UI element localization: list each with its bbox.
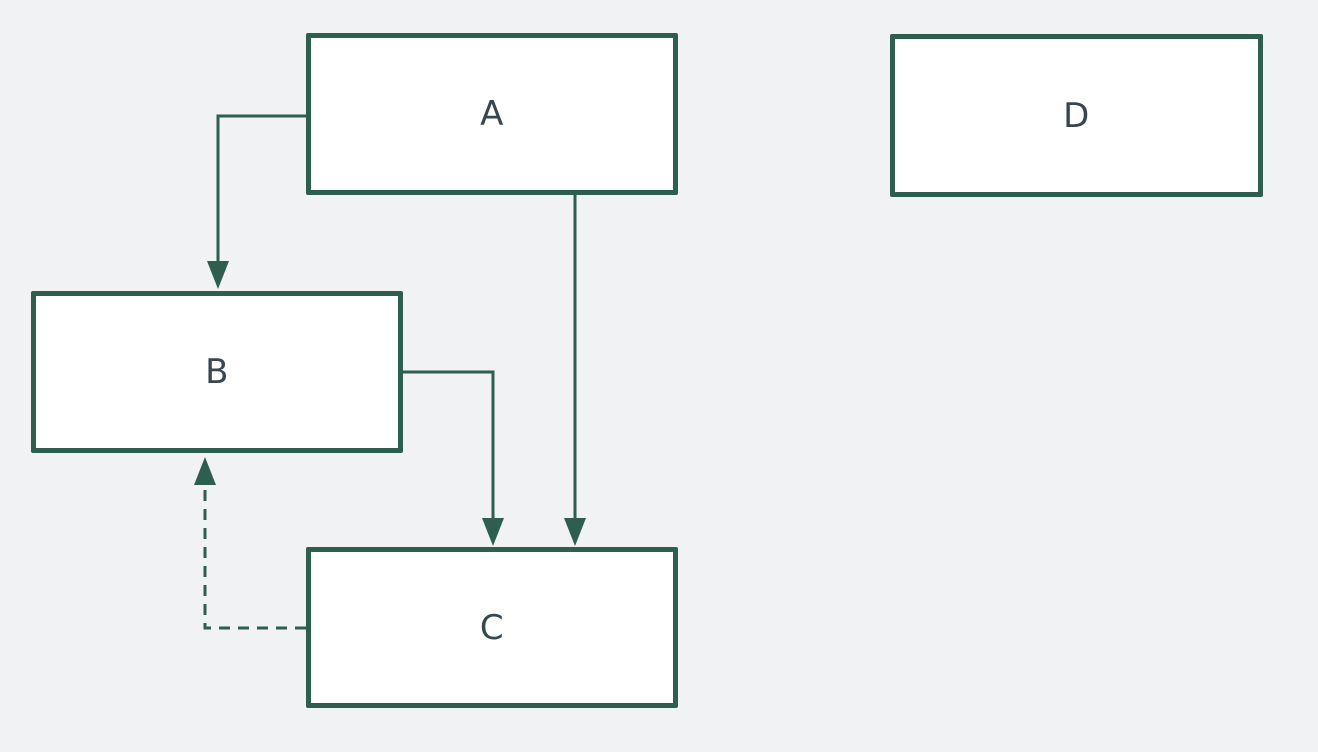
arrowhead-b-c <box>482 518 504 546</box>
node-a-label: A <box>480 94 504 134</box>
node-c[interactable]: C <box>306 547 678 708</box>
node-b[interactable]: B <box>31 291 403 453</box>
node-c-label: C <box>479 607 505 648</box>
node-a[interactable]: A <box>306 33 678 195</box>
arrowhead-c-b <box>194 457 216 485</box>
edge-b-c <box>403 370 495 518</box>
node-b-label: B <box>205 352 229 392</box>
arrowhead-a-c <box>564 518 586 546</box>
edge-c-b <box>203 485 306 630</box>
node-d[interactable]: D <box>890 34 1263 197</box>
arrowhead-a-b <box>207 261 229 289</box>
edge-a-b <box>216 114 306 262</box>
node-d-label: D <box>1063 95 1090 136</box>
